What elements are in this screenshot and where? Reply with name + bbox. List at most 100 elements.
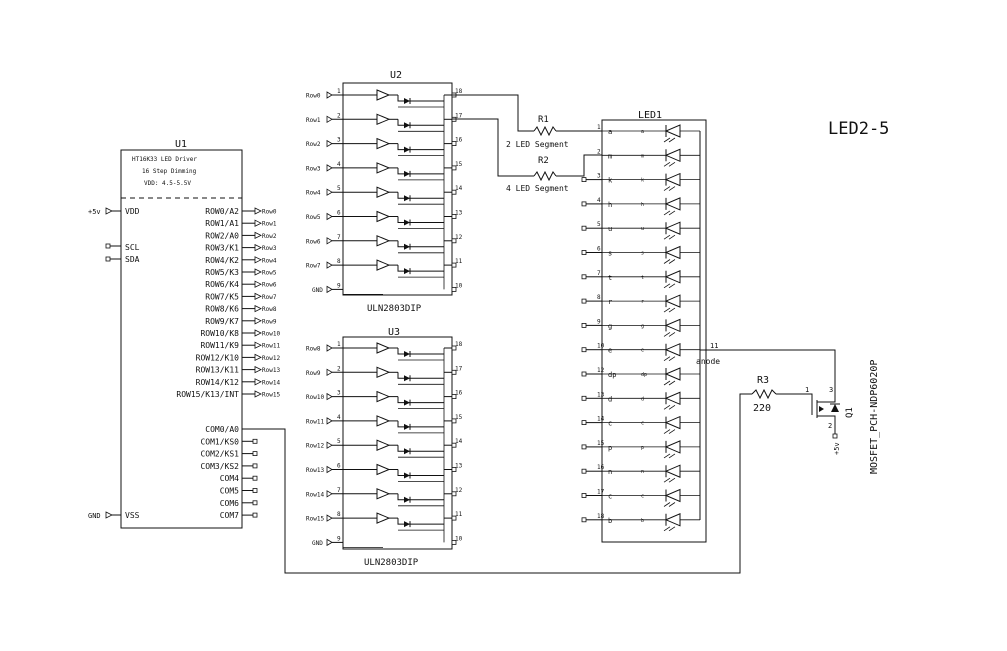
led-light-arrow	[663, 186, 671, 191]
wire	[397, 445, 444, 452]
u1-row-net: Row1	[262, 221, 277, 228]
pin-terminal	[581, 201, 587, 207]
uln-input-pin: 6	[337, 463, 341, 470]
com0-wire	[242, 393, 752, 574]
u1-com-pin-label: COM6	[220, 499, 239, 508]
pin-terminal	[451, 165, 457, 171]
clamp-diode	[404, 98, 410, 104]
pin-terminal	[451, 189, 457, 195]
u1-row-net: Row12	[262, 355, 280, 362]
uln-output-pin: 14	[455, 438, 463, 445]
wire	[397, 216, 444, 223]
led-light-arrow	[668, 502, 676, 507]
u2-ref: U2	[390, 70, 402, 81]
pin-terminal	[581, 298, 587, 304]
led1-segment-inner-label: r	[641, 299, 644, 305]
clamp-diode	[404, 472, 410, 479]
u1-row-net: Row2	[262, 233, 277, 240]
pin-terminal	[252, 438, 258, 444]
net-arrow	[326, 465, 333, 474]
led1-segment-label: k	[608, 177, 613, 185]
u1-ht16k33: U1 HT16K33 LED Driver 16 Step Dimming VD…	[88, 139, 280, 529]
uln-input-net: Row5	[306, 214, 321, 221]
u1-row-pin-label: ROW14/K12	[196, 378, 240, 387]
uln-input-pin: 2	[337, 112, 341, 119]
pin-terminal	[451, 345, 457, 351]
u1-row-net: Row5	[262, 270, 277, 277]
led1-pin-number: 17	[597, 489, 605, 496]
led1-segment-label: d	[608, 395, 612, 403]
led1-segment-label: r	[608, 298, 612, 306]
led-light-arrow	[663, 502, 671, 507]
q1-supply-net: +5v	[833, 442, 841, 455]
u3-body	[342, 336, 453, 550]
wire	[397, 143, 444, 151]
led1-segment-inner-label: dp	[641, 372, 647, 378]
net-arrow	[326, 285, 333, 294]
r2-resistor: R2 4 LED Segment	[506, 156, 569, 193]
net-arrow	[326, 91, 333, 99]
uln-gnd-pin: 9	[337, 282, 341, 289]
clamp-diode	[404, 170, 410, 177]
uln-output-pin: 13	[455, 210, 463, 217]
u2-body	[342, 82, 453, 296]
led-light-arrow	[668, 307, 676, 313]
pin-terminal	[581, 322, 587, 328]
net-arrow	[254, 268, 262, 276]
pin-terminal	[581, 420, 587, 426]
led1-segment-label: u	[608, 225, 612, 233]
anode-wire	[700, 349, 836, 387]
buffer-symbol	[376, 113, 391, 126]
u1-com-pin-label: COM3/KS2	[200, 462, 239, 471]
u1-row-pin-label: ROW11/K9	[200, 341, 239, 350]
resistor-zigzag	[533, 170, 557, 182]
pin-terminal	[581, 274, 587, 280]
u1-row-net: Row13	[262, 367, 280, 374]
led1-segment-inner-label: p	[641, 445, 644, 451]
gate-wire	[776, 393, 813, 403]
u1-desc-line: 16 Step Dimming	[142, 168, 197, 175]
led-light-arrow	[668, 161, 676, 167]
led-light-arrow	[663, 404, 671, 410]
pin-terminal	[451, 540, 457, 545]
led1-pin-number: 3	[597, 173, 601, 180]
net-arrow	[326, 368, 333, 377]
led1-body	[601, 119, 707, 543]
led-light-arrow	[663, 380, 671, 386]
u1-row-net: Row4	[262, 257, 277, 264]
pin-terminal	[581, 177, 587, 183]
source-wire	[817, 415, 836, 434]
wire	[397, 469, 444, 476]
uln-input-pin: 6	[337, 210, 341, 217]
clamp-diode	[404, 375, 410, 382]
uln-gnd-net: GND	[312, 540, 323, 547]
net-arrow	[254, 231, 262, 240]
uln-output-pin: 10	[455, 535, 463, 542]
u1-row-pin-label: ROW5/K3	[205, 268, 239, 277]
led1-pin-number: 9	[597, 318, 601, 325]
led1-segment-inner-label: m	[641, 153, 644, 159]
uln-input-pin: 7	[337, 234, 341, 241]
buffer-symbol	[376, 463, 391, 476]
r1-ref: R1	[538, 115, 549, 125]
uln-input-net: Row14	[306, 491, 324, 498]
u1-row-net: Row14	[262, 379, 280, 386]
clamp-diode	[404, 351, 410, 357]
u1-row-net: Row8	[262, 306, 277, 313]
u1-body	[120, 149, 243, 529]
buffer-symbol	[376, 488, 391, 500]
r1-note: 2 LED Segment	[506, 140, 569, 149]
uln-input-net: Row3	[306, 165, 321, 172]
clamp-diode	[404, 423, 410, 430]
u1-row-pin-label: ROW15/K13/INT	[176, 390, 239, 399]
led1-segment-inner-label: n	[641, 469, 644, 475]
q1-ref: Q1	[845, 407, 855, 418]
led-light-arrow	[668, 453, 676, 459]
uln-input-pin: 8	[337, 258, 341, 265]
led1-segment-inner-label: u	[641, 226, 644, 232]
led1-segment-inner-label: t	[641, 275, 644, 281]
led-light-arrow	[663, 429, 671, 434]
buffer-symbol	[376, 259, 391, 271]
led1-pin-number: 2	[597, 148, 601, 155]
